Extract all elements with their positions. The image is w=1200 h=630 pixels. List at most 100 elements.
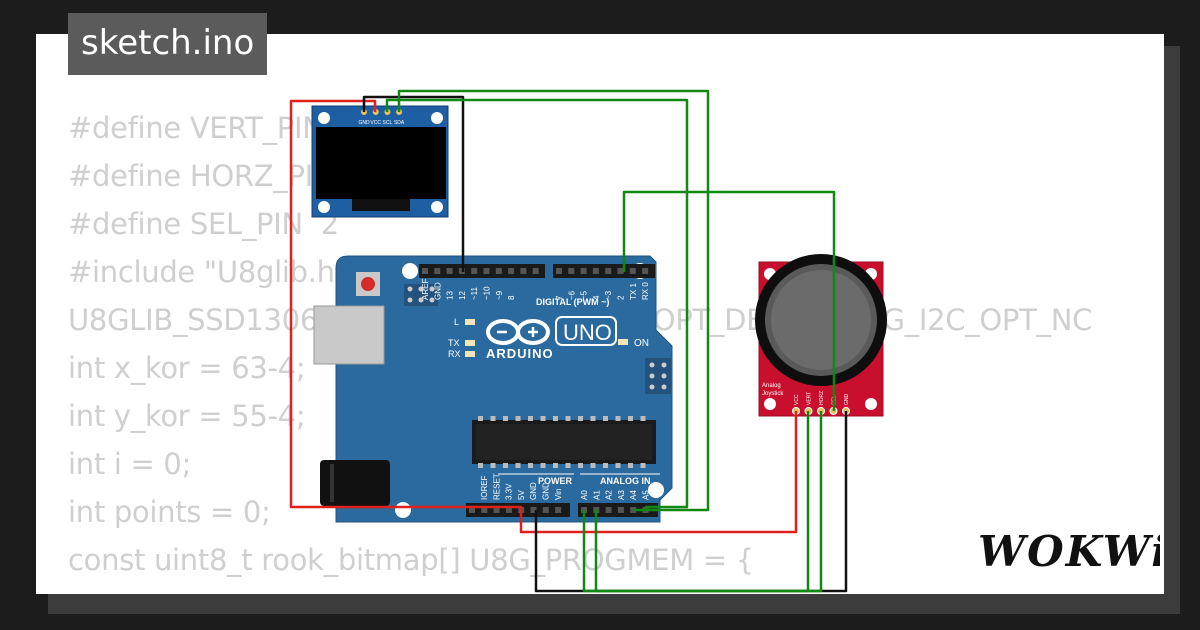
header-pin[interactable]: [481, 507, 488, 513]
top-pin-label: 13: [446, 291, 455, 300]
header-pin[interactable]: [505, 507, 512, 513]
top-pin-label: RX 0: [641, 282, 650, 300]
wire-green-horz: [594, 411, 823, 593]
power-jack: [320, 460, 390, 506]
analog-pin-label: A2: [605, 490, 614, 500]
header-pin[interactable]: [520, 268, 527, 274]
code-line: int i = 0;: [68, 447, 192, 481]
wire-green-sda: [397, 89, 710, 512]
header-pin[interactable]: [532, 268, 539, 274]
top-pin-label: 12: [458, 291, 467, 300]
arduino-brand: ARDUINO: [486, 346, 554, 361]
power-pin-label: RESET: [492, 473, 501, 500]
header-pin[interactable]: [469, 507, 475, 513]
header-pin[interactable]: [568, 268, 575, 274]
top-pin-label: TX 1: [629, 283, 638, 300]
header-pin[interactable]: [642, 268, 649, 274]
joystick-pin-label: GND: [844, 394, 850, 406]
header-pin[interactable]: [617, 507, 624, 513]
header-pin[interactable]: [471, 268, 478, 274]
header-pin[interactable]: [605, 507, 612, 513]
joystick-pin-label: VERT: [807, 392, 813, 405]
oled-pin-label: SDA: [394, 120, 405, 126]
led-tx-label: TX: [448, 338, 460, 348]
icsp-header-top: [404, 284, 438, 306]
top-pin-label: GND: [433, 282, 442, 300]
header-pin[interactable]: [508, 268, 515, 274]
top-pin-label: ~6: [567, 290, 576, 300]
power-pin-label: 5V: [517, 490, 526, 500]
power-pin-label: GND: [529, 482, 538, 500]
header-pin[interactable]: [434, 268, 441, 274]
top-pin-label: 2: [617, 295, 626, 300]
code-line: int points = 0;: [68, 495, 271, 529]
wire-green-sel: [622, 190, 836, 411]
header-pin[interactable]: [495, 268, 502, 274]
top-pin-label: AREF: [421, 279, 430, 300]
power-pin-label: IOREF: [480, 475, 489, 500]
uno-badge: [555, 316, 617, 346]
uno-model: UNO: [563, 320, 612, 345]
top-pin-label: 8: [507, 295, 516, 300]
header-pin[interactable]: [580, 268, 587, 274]
board-hole: [395, 502, 411, 518]
analog-label: ANALOG IN: [600, 476, 651, 486]
analog-pin-label: A0: [580, 490, 589, 500]
header-pin[interactable]: [483, 268, 490, 274]
top-pin-label: 7: [555, 295, 564, 300]
header-pin[interactable]: [493, 507, 500, 513]
oled-mount-hole: [431, 201, 443, 213]
board-hole: [648, 482, 664, 498]
joystick-mount-hole: [865, 398, 877, 410]
led-rx: [465, 351, 475, 357]
wire-red-vcc: [289, 99, 798, 534]
power-pin-label: Vin: [554, 489, 563, 500]
code-line: int x_kor = 63-4;: [68, 351, 306, 385]
analog-pin-label: A1: [592, 490, 601, 500]
header-pin[interactable]: [542, 507, 549, 513]
oled-screen: [316, 127, 446, 199]
joystick-pin-label: HORZ: [819, 391, 825, 405]
led-tx: [465, 340, 475, 346]
top-pin-label: ~9: [495, 290, 504, 300]
power-pin-label: 3.3V: [505, 483, 514, 500]
wokwi-logo-text: WOKWi: [978, 527, 1160, 576]
header-pin[interactable]: [592, 268, 599, 274]
joystick-mount-hole: [764, 398, 776, 410]
joystick-label: Joystick: [762, 391, 784, 397]
top-pin-label: ~3: [604, 290, 613, 300]
oled-mount-hole: [431, 112, 443, 124]
header-pin[interactable]: [530, 507, 537, 513]
digital-header-right: [553, 264, 655, 278]
wire-green-scl: [385, 98, 689, 509]
top-pin-label: ~10: [483, 286, 492, 300]
top-pin-label: ~5: [580, 290, 589, 300]
header-pin[interactable]: [629, 268, 636, 274]
header-pin[interactable]: [617, 268, 624, 274]
led-l-label: L: [454, 317, 459, 327]
board-hole: [402, 263, 418, 279]
led-l: [465, 319, 475, 325]
code-line: const uint8_t rook_bitmap[] U8G_PROGMEM …: [68, 543, 754, 577]
code-line: int y_kor = 55-4;: [68, 399, 306, 433]
icsp-header-right: [645, 358, 671, 394]
header-pin[interactable]: [422, 268, 428, 274]
top-pin-label: 4: [592, 295, 601, 300]
header-pin[interactable]: [555, 507, 562, 513]
oled-ribbon: [352, 199, 410, 211]
power-pin-label: GND: [542, 482, 551, 500]
header-pin[interactable]: [605, 268, 612, 274]
oled-pin-label: SCL: [383, 120, 393, 126]
wokwi-logo: WOKWi: [978, 527, 1160, 576]
digital-label: DIGITAL (PWM ~): [536, 297, 609, 307]
joystick-pin-label: VCC: [794, 394, 800, 405]
filename-badge: sketch.ino: [68, 13, 268, 75]
oled-mount-hole: [318, 112, 330, 124]
header-pin[interactable]: [556, 268, 562, 274]
header-pin[interactable]: [446, 268, 453, 274]
led-rx-label: RX: [448, 349, 461, 359]
